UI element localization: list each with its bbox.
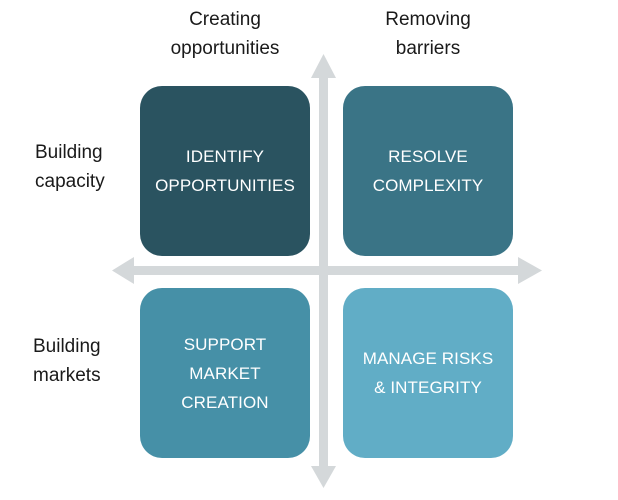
arrow-left-icon (112, 257, 134, 284)
column-label-line: opportunities (170, 38, 280, 59)
arrow-right-icon (518, 257, 542, 284)
arrow-down-icon (311, 466, 336, 488)
quadrant-support-market-creation: SUPPORT MARKET CREATION (140, 288, 310, 458)
quadrant-line: MANAGE RISKS (362, 349, 494, 368)
quadrant-line: IDENTIFY (185, 147, 265, 166)
horizontal-axis (112, 257, 542, 284)
row-label-building-markets: Building markets (33, 332, 101, 390)
quadrant-line: RESOLVE (388, 147, 468, 166)
column-label-line: Removing (385, 9, 471, 30)
column-label-line: barriers (395, 38, 461, 59)
quadrant-line: SUPPORT (183, 334, 267, 354)
arrow-up-icon (311, 54, 336, 78)
quadrant-line: & INTEGRITY (374, 378, 482, 397)
quadrant-line: CREATION (181, 392, 269, 412)
quadrant-line: OPPORTUNITIES (155, 176, 295, 195)
row-label-line: markets (33, 365, 101, 386)
quadrant-resolve-complexity: RESOLVE COMPLEXITY (343, 86, 513, 256)
quadrant-identify-opportunities: IDENTIFY OPPORTUNITIES (140, 86, 310, 256)
quadrant-manage-risks-integrity: MANAGE RISKS & INTEGRITY (343, 288, 513, 458)
quadrant-line: COMPLEXITY (372, 176, 484, 195)
column-label-removing-barriers: Removing barriers (328, 5, 528, 63)
horizontal-axis-shaft (130, 266, 522, 275)
row-label-line: Building (35, 142, 103, 163)
row-label-line: capacity (35, 171, 105, 192)
row-label-line: Building (33, 336, 101, 357)
column-label-line: Creating (189, 9, 261, 30)
row-label-building-capacity: Building capacity (35, 138, 105, 196)
quadrant-line: MARKET (189, 363, 261, 383)
column-label-creating-opportunities: Creating opportunities (125, 5, 325, 63)
